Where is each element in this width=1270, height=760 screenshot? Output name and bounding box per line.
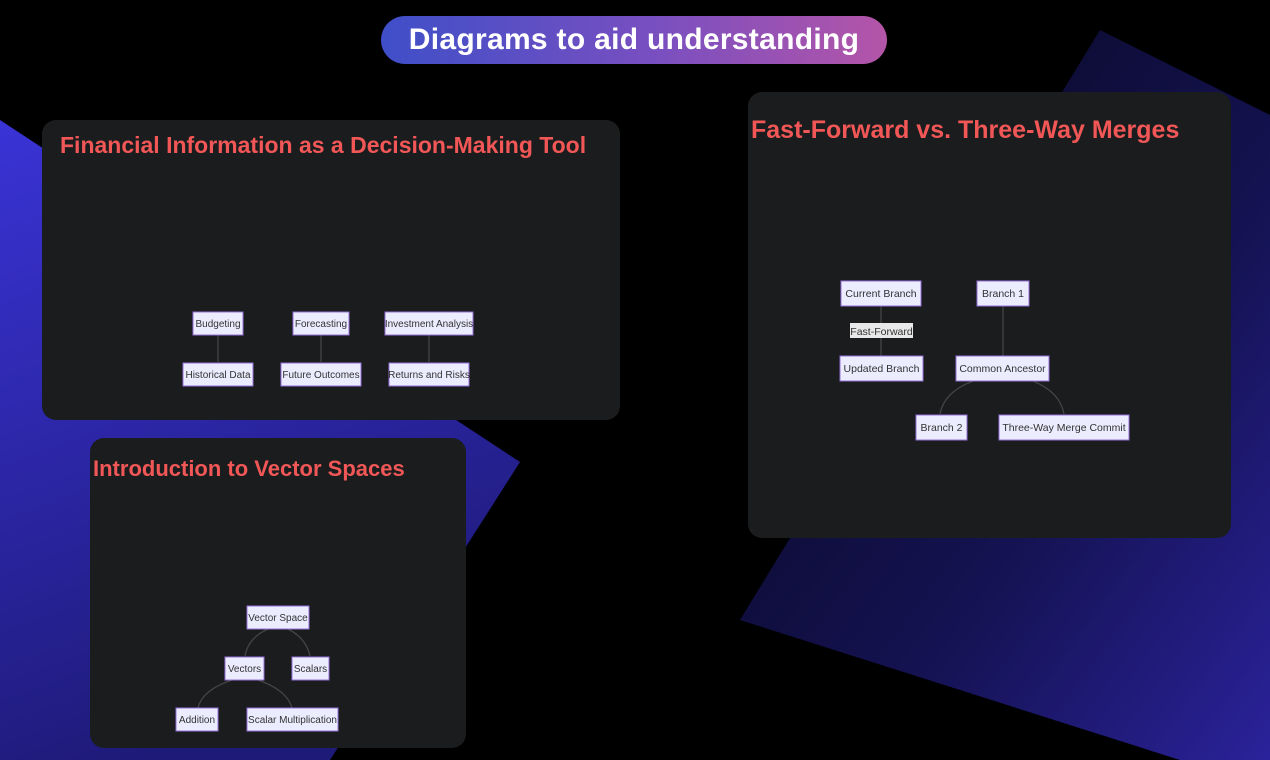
- svg-text:Branch 2: Branch 2: [920, 422, 962, 434]
- svg-text:Vector Space: Vector Space: [248, 613, 308, 624]
- svg-text:Returns and Risks: Returns and Risks: [388, 370, 470, 381]
- flowchart: Budgeting Forecasting Investment Analysi…: [182, 311, 474, 387]
- node-updated-branch: Updated Branch: [839, 355, 924, 382]
- node-future-outcomes: Future Outcomes: [280, 362, 362, 387]
- svg-text:Common Ancestor: Common Ancestor: [959, 363, 1046, 375]
- node-scalar-multiplication: Scalar Multiplication: [246, 707, 339, 732]
- node-three-way-merge-commit: Three-Way Merge Commit: [998, 414, 1130, 441]
- page-title: Diagrams to aid understanding: [381, 16, 887, 64]
- svg-text:Forecasting: Forecasting: [295, 319, 347, 330]
- svg-text:Budgeting: Budgeting: [195, 319, 240, 330]
- svg-text:Updated Branch: Updated Branch: [844, 363, 920, 375]
- node-historical-data: Historical Data: [182, 362, 254, 387]
- node-scalars: Scalars: [291, 656, 330, 681]
- node-common-ancestor: Common Ancestor: [955, 355, 1050, 382]
- svg-text:Investment Analysis: Investment Analysis: [385, 319, 473, 330]
- node-current-branch: Current Branch: [840, 280, 922, 307]
- card-vector-spaces: Introduction to Vector Spaces Vector Spa…: [90, 438, 466, 748]
- node-budgeting: Budgeting: [192, 311, 244, 336]
- svg-text:Three-Way Merge Commit: Three-Way Merge Commit: [1002, 422, 1125, 434]
- svg-text:Future Outcomes: Future Outcomes: [282, 370, 359, 381]
- svg-text:Branch 1: Branch 1: [982, 288, 1024, 300]
- node-vectors: Vectors: [224, 656, 265, 681]
- flowchart: Fast-Forward Current Branch Branch 1 Upd…: [839, 280, 1130, 441]
- svg-text:Vectors: Vectors: [228, 664, 261, 675]
- flowchart: Vector Space Vectors Scalars Addition Sc…: [175, 605, 339, 732]
- edge-space-vectors: [244, 628, 269, 657]
- node-vector-space: Vector Space: [246, 605, 310, 630]
- node-addition: Addition: [175, 707, 219, 732]
- svg-text:Scalars: Scalars: [294, 664, 327, 675]
- svg-text:Current Branch: Current Branch: [845, 288, 916, 300]
- svg-text:Addition: Addition: [179, 715, 215, 726]
- card-merges: Fast-Forward vs. Three-Way Merges Fast-F…: [748, 92, 1231, 538]
- card-financial-information: Financial Information as a Decision-Maki…: [42, 120, 620, 420]
- svg-text:Scalar Multiplication: Scalar Multiplication: [248, 715, 337, 726]
- card-title: Fast-Forward vs. Three-Way Merges: [751, 116, 1180, 144]
- edge-label-fast-forward: Fast-Forward: [850, 323, 913, 338]
- edge-vectors-addition: [197, 679, 233, 709]
- edge-vectors-scalar-mult: [257, 679, 293, 709]
- node-forecasting: Forecasting: [292, 311, 350, 336]
- edge-ancestor-threeway: [1032, 380, 1065, 415]
- card-title: Introduction to Vector Spaces: [93, 456, 405, 481]
- edge-ancestor-branch2: [939, 380, 974, 415]
- svg-text:Fast-Forward: Fast-Forward: [850, 326, 913, 338]
- svg-text:Historical Data: Historical Data: [185, 370, 250, 381]
- node-returns-and-risks: Returns and Risks: [388, 362, 470, 387]
- card-title: Financial Information as a Decision-Maki…: [60, 132, 587, 158]
- node-investment-analysis: Investment Analysis: [384, 311, 474, 336]
- node-branch-1: Branch 1: [976, 280, 1030, 307]
- edge-space-scalars: [287, 628, 311, 657]
- node-branch-2: Branch 2: [915, 414, 968, 441]
